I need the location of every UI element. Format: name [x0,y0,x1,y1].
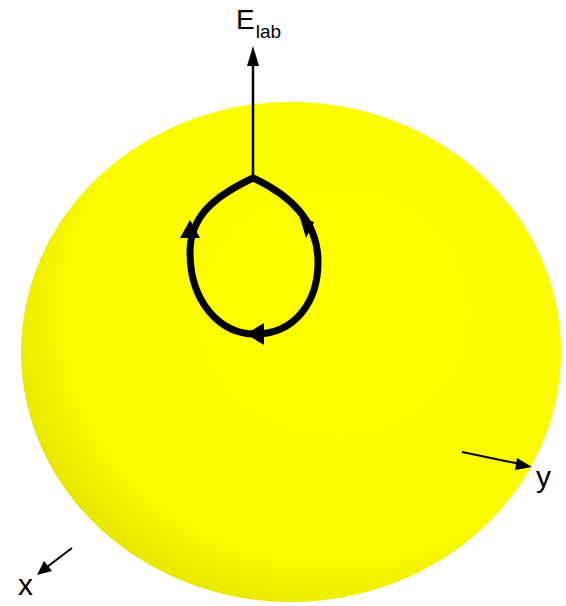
loop-arrowhead [246,323,264,345]
field-axis [252,62,255,180]
sphere [21,102,561,602]
loop-arrowhead [300,218,314,238]
arrowhead [37,561,52,575]
axis-subscript: lab [256,22,281,41]
loop-arrowhead [180,220,200,238]
y-axis [462,452,520,464]
axis-label: x [18,570,33,600]
arrowhead [515,458,532,470]
axis-label: y [536,462,551,492]
arrowhead [247,46,259,66]
axis-label: E [236,6,255,34]
x-axis [47,548,72,567]
closed-loop [190,178,318,334]
